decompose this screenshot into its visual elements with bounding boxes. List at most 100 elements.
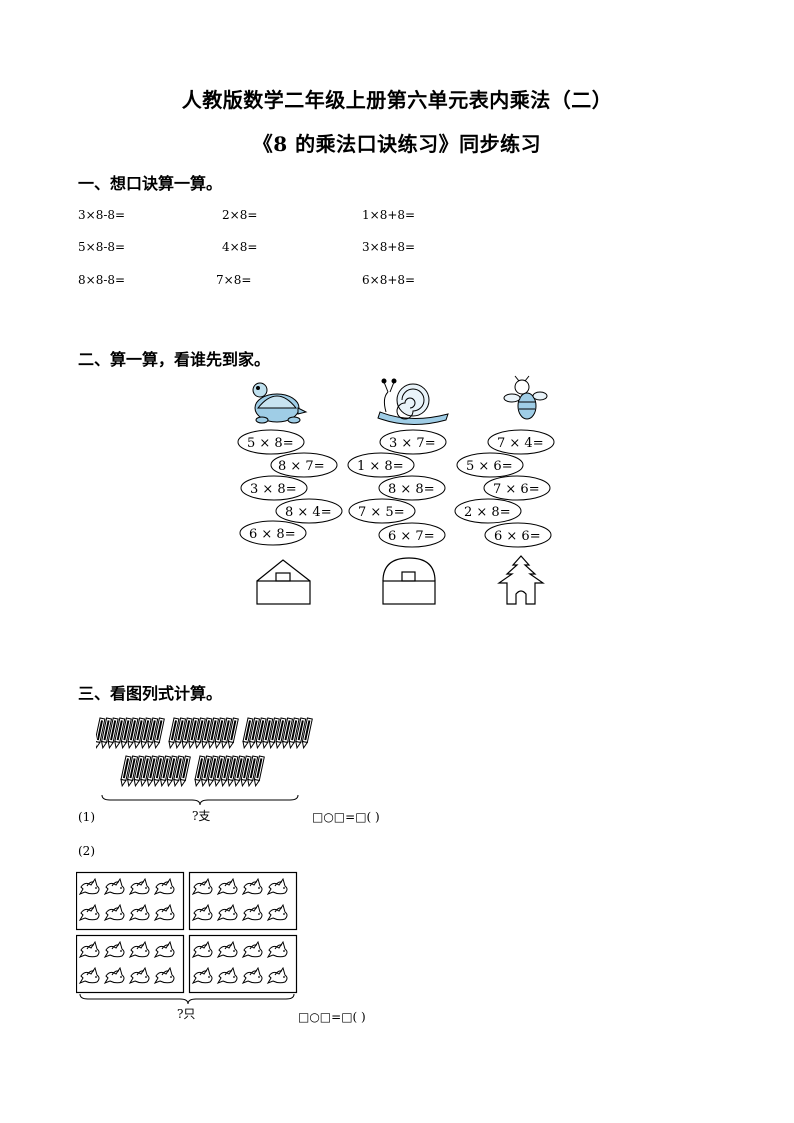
tree-house-icon [497, 555, 545, 605]
calc-item: 3×8+8= [362, 240, 416, 254]
bird-icon [216, 903, 238, 922]
bird-icon [191, 903, 213, 922]
bird-icon [128, 940, 150, 959]
stone-label: 5 × 8= [247, 436, 294, 451]
pencil-icon [126, 755, 139, 788]
pencil-icon [120, 717, 132, 750]
stone-label: 7 × 4= [497, 436, 544, 451]
bird-icon [153, 940, 175, 959]
pencil-icon [96, 717, 106, 750]
bird-icon [128, 966, 150, 985]
stone-label: 6 × 8= [249, 527, 296, 542]
calc-item: 3×8-8= [78, 208, 126, 222]
calc-item: 1×8+8= [362, 208, 416, 222]
bird-icon [153, 966, 175, 985]
bird-icon [266, 903, 288, 922]
question-2-label: (2) [78, 844, 95, 858]
brace-2-label: ?只 [177, 1007, 196, 1021]
stone-label: 3 × 8= [250, 482, 297, 497]
turtle-icon [252, 382, 308, 424]
pencil-icon [133, 717, 146, 750]
bird-icon [241, 940, 263, 959]
pencil-icon [194, 717, 206, 750]
pencil-icon [221, 717, 233, 750]
pencil-icon [168, 717, 180, 750]
pencil-icon [220, 755, 232, 788]
pencil-icon [201, 717, 213, 750]
bird-icon [216, 940, 238, 959]
page-title: 人教版数学二年级上册第六单元表内乘法（二） [181, 88, 613, 112]
bird-icon [266, 966, 288, 985]
bird-icon [153, 903, 175, 922]
stone-label: 8 × 7= [278, 459, 325, 474]
bird-icon [78, 966, 100, 985]
bird-icon [191, 966, 213, 985]
pencil-icon [166, 755, 178, 788]
pencil-icon [207, 717, 220, 750]
pencil-icon [107, 717, 119, 750]
stone-label: 7 × 5= [358, 505, 405, 520]
bird-icon [241, 903, 263, 922]
bee-icon [503, 375, 548, 420]
pencil-icon [207, 755, 219, 788]
answer-formula-2[interactable]: □○□=□( ) [298, 1010, 366, 1024]
calc-item: 4×8= [222, 240, 258, 254]
stone-label: 6 × 6= [494, 529, 541, 544]
bird-icon [103, 966, 125, 985]
dome-house-icon [382, 557, 436, 605]
calc-item: 6×8+8= [362, 273, 416, 287]
pencil-icon [281, 717, 294, 750]
pencil-icon [140, 717, 152, 750]
bird-icon [103, 940, 125, 959]
bird-icon [191, 940, 213, 959]
pencil-icon [120, 755, 132, 788]
page-subtitle: 《8 的乘法口诀练习》同步练习 [252, 132, 542, 156]
bird-icon [128, 903, 150, 922]
birds-illustration [76, 871, 298, 994]
pencil-icon [248, 717, 261, 750]
pencil-icon [146, 755, 158, 788]
pencil-icon [153, 755, 165, 788]
pencil-icon [140, 755, 152, 788]
bird-icon [241, 877, 263, 896]
section3-heading: 三、看图列式计算。 [78, 684, 223, 703]
calc-item: 5×8-8= [78, 240, 126, 254]
pencil-icon [133, 755, 145, 788]
bird-icon [103, 877, 125, 896]
stone-label: 8 × 4= [285, 505, 332, 520]
pencil-icon [242, 717, 254, 750]
house-icon [256, 559, 311, 605]
bird-icon [266, 940, 288, 959]
pencil-icon [181, 717, 193, 750]
section2-heading: 二、算一算，看谁先到家。 [78, 350, 271, 369]
bird-icon [266, 877, 288, 896]
pencil-icon [268, 717, 280, 750]
bird-icon [78, 877, 100, 896]
bird-icon [241, 966, 263, 985]
pencil-icon [227, 755, 239, 788]
pencil-icon [174, 717, 187, 750]
pencil-icon [275, 717, 287, 750]
stone-label: 3 × 7= [389, 436, 436, 451]
brace-1-label: ?支 [192, 809, 211, 823]
pencil-icon [262, 717, 274, 750]
answer-formula-1[interactable]: □○□=□( ) [312, 810, 380, 824]
pencil-icon [214, 755, 226, 788]
bird-icon [216, 966, 238, 985]
stone-label: 7 × 6= [493, 482, 540, 497]
pencil-icon [200, 755, 213, 788]
pencil-icon [159, 755, 172, 788]
pencil-icon [255, 717, 267, 750]
pencil-icon [100, 717, 113, 750]
stone-label: 1 × 8= [357, 459, 404, 474]
pencil-icon [233, 755, 246, 788]
pencil-icon [194, 755, 206, 788]
stone-label: 2 × 8= [464, 505, 511, 520]
bird-icon [78, 940, 100, 959]
pencil-icon [114, 717, 126, 750]
bird-icon [128, 877, 150, 896]
pencil-icon [153, 717, 165, 750]
bird-icon [78, 903, 100, 922]
pencil-icon [288, 717, 300, 750]
